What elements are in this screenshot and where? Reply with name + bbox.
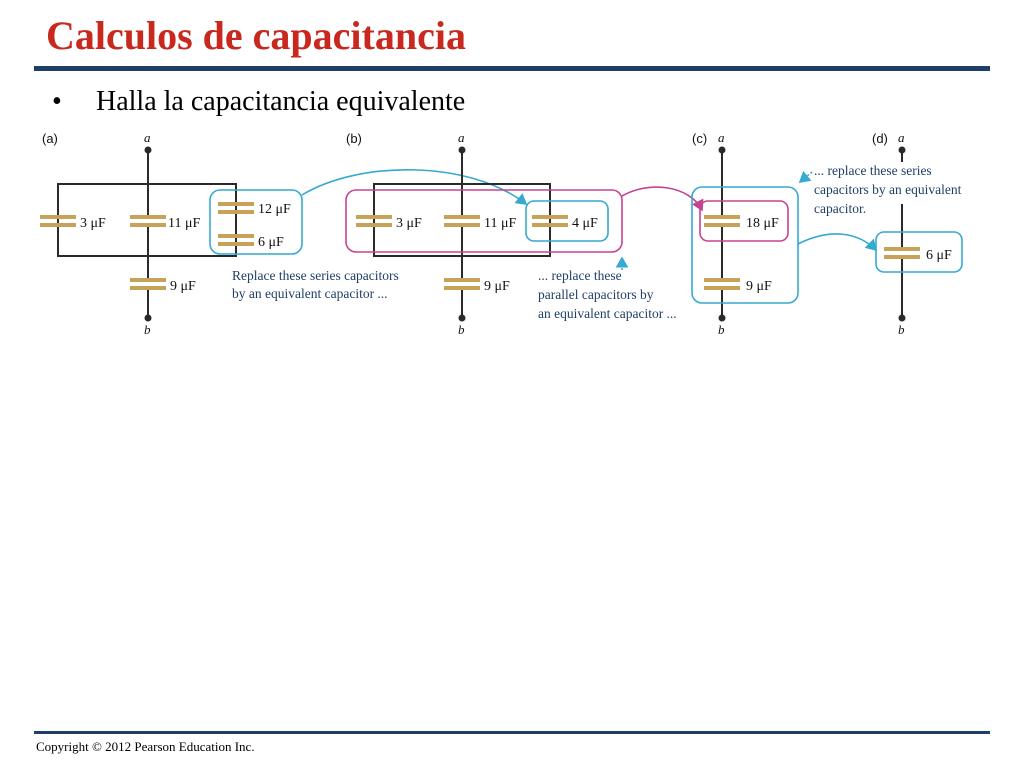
capacitor-6uF-a bbox=[218, 234, 254, 246]
cap-label: 6 μF bbox=[926, 248, 952, 263]
cap-label: 9 μF bbox=[746, 279, 772, 294]
annotation-line: Replace these series capacitors bbox=[232, 268, 399, 283]
capacitor-3uF-b bbox=[356, 215, 392, 227]
capacitor-9uF-c bbox=[704, 278, 740, 290]
cap-label: 3 μF bbox=[396, 216, 422, 231]
cap-label: 9 μF bbox=[484, 279, 510, 294]
panel-d-label: (d) bbox=[872, 131, 888, 146]
panel-d-terminal-b: b bbox=[898, 322, 905, 337]
capacitor-9uF-a bbox=[130, 278, 166, 290]
equivalent-18uF-box bbox=[699, 200, 789, 242]
series-highlight-box-c bbox=[691, 186, 799, 304]
capacitor-12uF-a bbox=[218, 202, 254, 214]
cap-label: 6 μF bbox=[258, 235, 284, 250]
annotation-line: by an equivalent capacitor ... bbox=[232, 286, 388, 301]
capacitor-11uF-b bbox=[444, 215, 480, 227]
bullet-dot: • bbox=[52, 86, 62, 117]
cap-label: 11 μF bbox=[168, 216, 200, 231]
title-underline bbox=[34, 66, 990, 71]
arrow-a-to-b bbox=[301, 169, 528, 205]
panel-b: (b) a b 3 μF 11 μF 4 μF 9 μF bbox=[345, 130, 704, 337]
panel-c-label: (c) bbox=[692, 131, 707, 146]
cap-label: 9 μF bbox=[170, 279, 196, 294]
annotation-line: ... replace these bbox=[538, 268, 622, 283]
arrow-b-to-c bbox=[621, 186, 704, 212]
panel-d-terminal-a: a bbox=[898, 130, 905, 145]
capacitor-3uF-a bbox=[40, 215, 76, 227]
panel-a-label: (a) bbox=[42, 131, 58, 146]
footer-rule bbox=[34, 731, 990, 734]
panel-d: (d) a b 6 μF ... replace these series ca… bbox=[798, 130, 963, 337]
copyright-footer: Copyright © 2012 Pearson Education Inc. bbox=[36, 739, 255, 754]
annotation-line: an equivalent capacitor ... bbox=[538, 306, 677, 321]
capacitor-11uF-a bbox=[130, 215, 166, 227]
equivalent-6uF-box bbox=[875, 231, 963, 273]
panel-a-wires bbox=[57, 150, 237, 318]
cap-label: 18 μF bbox=[746, 216, 779, 231]
annotation-pointer-d bbox=[798, 170, 813, 184]
annotation-line: ... replace these series bbox=[814, 163, 932, 178]
annotation-line: parallel capacitors by bbox=[538, 287, 654, 302]
arrow-c-to-d bbox=[797, 233, 878, 252]
panel-b-terminal-b: b bbox=[458, 322, 465, 337]
capacitor-4uF-b bbox=[532, 215, 568, 227]
parallel-highlight-box bbox=[345, 189, 623, 253]
panel-c-terminal-b: b bbox=[718, 322, 725, 337]
capacitor-6uF-d bbox=[884, 247, 920, 259]
series-highlight-box bbox=[209, 189, 303, 255]
cap-label: 12 μF bbox=[258, 202, 291, 217]
panel-a: (a) a b 3 μF 11 μF 12 μF bbox=[40, 130, 528, 337]
bullet-text: Halla la capacitancia equivalente bbox=[96, 86, 466, 117]
equivalent-4uF-box bbox=[525, 200, 609, 242]
capacitor-18uF-c bbox=[704, 215, 740, 227]
panel-c-terminal-a: a bbox=[718, 130, 725, 145]
slide-title: Calculos de capacitancia bbox=[46, 13, 466, 58]
panel-c: (c) a b 18 μF 9 μF bbox=[691, 130, 878, 337]
panel-a-terminal-a: a bbox=[144, 130, 151, 145]
capacitor-9uF-b bbox=[444, 278, 480, 290]
cap-label: 4 μF bbox=[572, 216, 598, 231]
panel-b-label: (b) bbox=[346, 131, 362, 146]
panel-a-terminal-b: b bbox=[144, 322, 151, 337]
cap-label: 3 μF bbox=[80, 216, 106, 231]
panel-b-wires bbox=[373, 150, 551, 318]
cap-label: 11 μF bbox=[484, 216, 516, 231]
annotation-line: capacitor. bbox=[814, 201, 866, 216]
panel-b-terminal-a: a bbox=[458, 130, 465, 145]
capacitor-network-figure: (a) a b 3 μF 11 μF 12 μF bbox=[40, 130, 963, 337]
annotation-line: capacitors by an equivalent bbox=[814, 182, 962, 197]
